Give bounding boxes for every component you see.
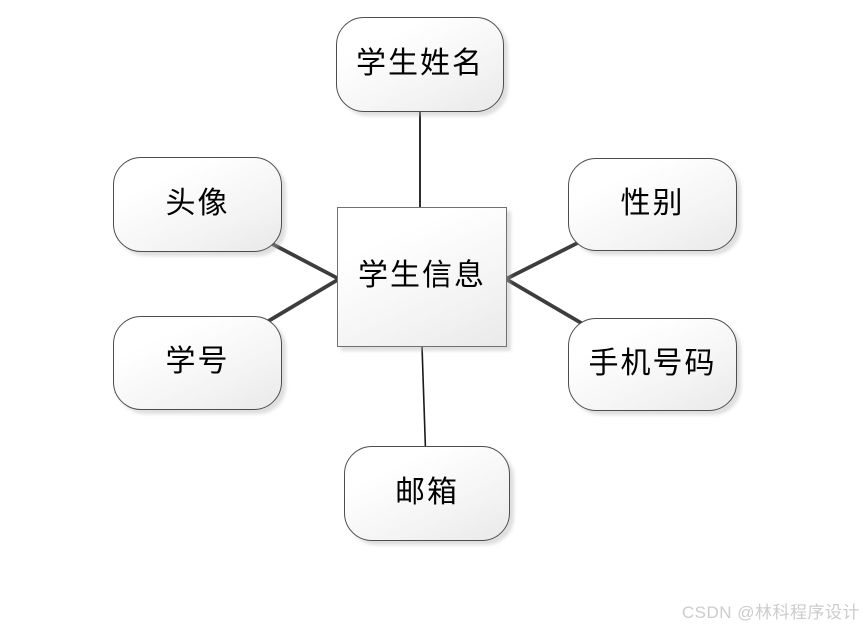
attribute-node-phone: 手机号码 <box>568 318 737 411</box>
attribute-label-student-name: 学生姓名 <box>356 46 484 80</box>
attribute-label-student-id: 学号 <box>165 345 230 378</box>
csdn-watermark: CSDN @林科程序设计 <box>681 603 860 622</box>
attribute-node-gender: 性别 <box>568 158 737 251</box>
attribute-label-email: 邮箱 <box>395 475 459 509</box>
attribute-node-student-name: 学生姓名 <box>336 17 504 112</box>
entity-box-student-info: 学生信息 <box>337 207 507 347</box>
attribute-label-gender: 性别 <box>620 186 685 220</box>
attribute-node-student-id: 学号 <box>113 316 282 410</box>
entity-label-student-info: 学生信息 <box>358 259 486 292</box>
attribute-node-email: 邮箱 <box>344 446 510 541</box>
attribute-label-avatar: 头像 <box>165 186 230 220</box>
attribute-node-avatar: 头像 <box>113 157 282 252</box>
attribute-label-phone: 手机号码 <box>588 346 717 380</box>
